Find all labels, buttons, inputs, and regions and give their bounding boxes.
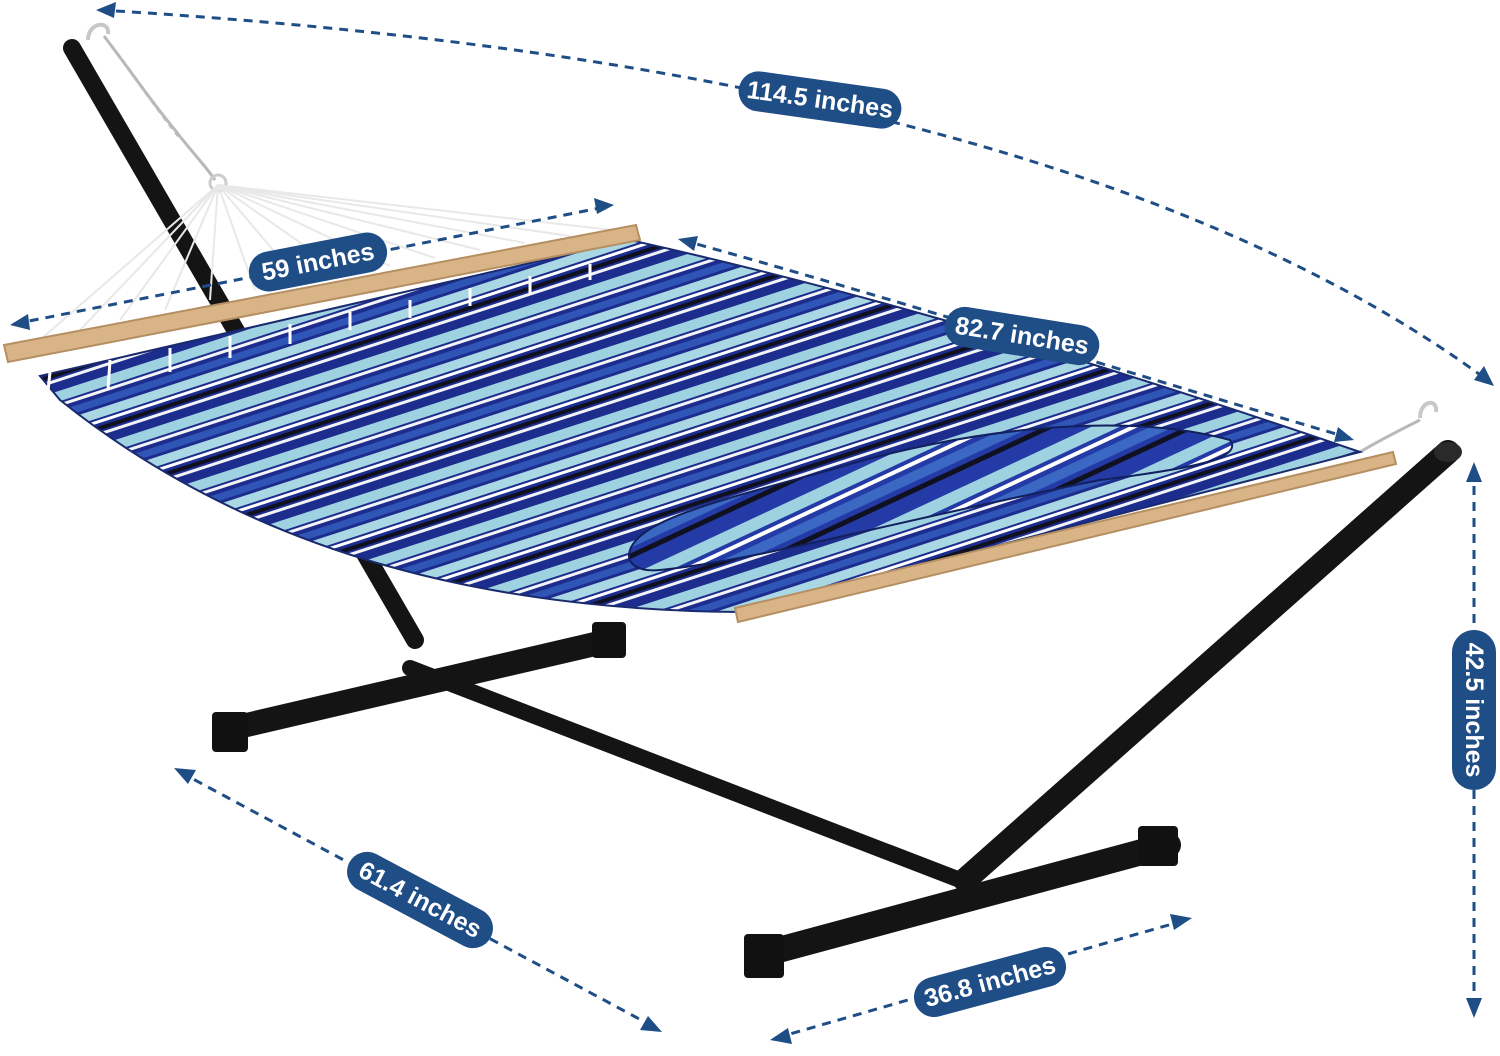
arrowhead-icon xyxy=(96,2,116,18)
arrowhead-icon xyxy=(1170,914,1192,930)
right-base-crossbar xyxy=(747,832,1181,968)
right-front-foot xyxy=(744,934,784,978)
hook-icon xyxy=(86,23,111,41)
left-spreader-bar xyxy=(2,223,642,364)
dimension-height: 42.5 inches xyxy=(1452,462,1496,1018)
base-width-label: 36.8 inches xyxy=(921,951,1058,1013)
right-tassels xyxy=(754,493,1302,651)
left-front-foot xyxy=(212,712,248,752)
dimension-total-length: 114.5 inches xyxy=(96,2,1494,386)
right-pole-cap xyxy=(1434,442,1462,462)
left-back-foot xyxy=(592,622,626,658)
height-label: 42.5 inches xyxy=(1460,643,1488,778)
arrowhead-icon xyxy=(1474,366,1494,386)
hammock-bed xyxy=(38,238,1364,614)
chain-icon xyxy=(1359,418,1421,454)
hammock-pillow xyxy=(628,424,1234,572)
right-spreader-bar xyxy=(733,450,1398,624)
arrowhead-icon xyxy=(1466,998,1482,1018)
arrowhead-icon xyxy=(594,198,614,214)
hook-icon xyxy=(1418,401,1439,419)
left-hanging-hardware xyxy=(86,23,228,193)
chain-icon xyxy=(102,35,217,181)
arrowhead-icon xyxy=(678,236,698,251)
base-beam xyxy=(402,660,968,888)
arrowhead-icon xyxy=(1334,427,1354,442)
left-tassels xyxy=(44,264,592,411)
arrowhead-icon xyxy=(1466,462,1482,482)
arrowhead-icon xyxy=(10,314,30,330)
right-hanging-hardware xyxy=(1359,401,1439,454)
arrowhead-icon xyxy=(174,768,196,784)
dimension-base-length: 61.4 inches xyxy=(174,768,662,1032)
arrowhead-icon xyxy=(770,1028,792,1044)
right-back-foot xyxy=(1138,826,1178,866)
arrowhead-icon xyxy=(640,1016,662,1032)
base-length-label: 61.4 inches xyxy=(354,856,486,944)
right-pole xyxy=(953,440,1460,892)
left-base-crossbar xyxy=(213,628,624,742)
